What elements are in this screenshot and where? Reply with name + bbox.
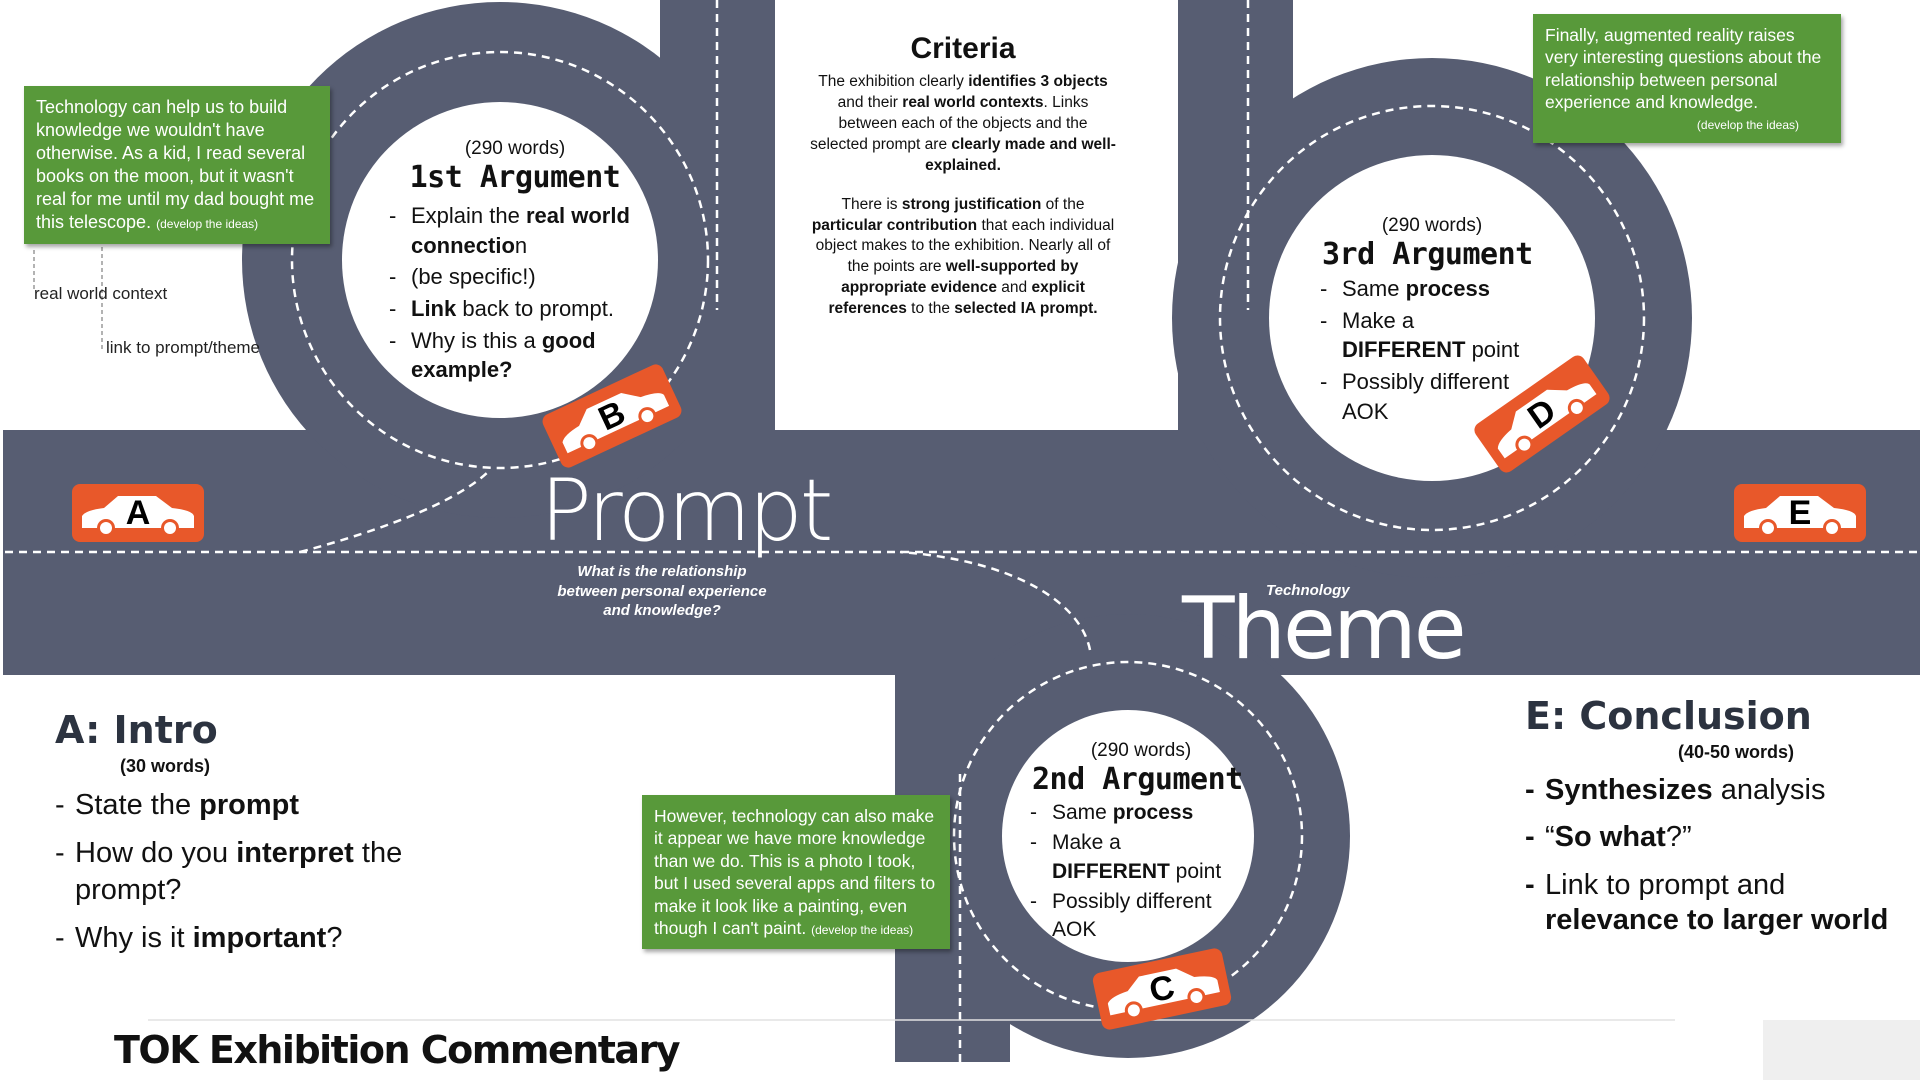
argument-2: (290 words) 2nd Argument Same process Ma… (1026, 740, 1256, 947)
criteria-paragraph-2: There is strong justification of the par… (811, 195, 1115, 318)
argument-1-item: (be specific!) (385, 262, 645, 292)
link-prompt-label: link to prompt/theme (106, 338, 261, 357)
lane-d (1218, 104, 1646, 532)
argument-1-title: 1st Argument (409, 160, 621, 195)
car-a: A (72, 484, 204, 542)
argument-2-item: Possibly different AOK (1026, 888, 1256, 945)
road-b-vertical (660, 0, 775, 440)
car-c: C (1091, 946, 1233, 1032)
argument-3-item: Same process (1316, 274, 1552, 304)
intro-title: A: Intro (55, 708, 218, 752)
theme-title: Theme (1182, 579, 1467, 679)
criteria-block: Criteria The exhibition clearly identifi… (808, 32, 1118, 320)
conclusion-item: “So what?” (1525, 820, 1905, 856)
conclusion-title: E: Conclusion (1525, 694, 1812, 738)
argument-3-title: 3rd Argument (1322, 237, 1533, 272)
lane-b-connector (299, 469, 491, 554)
argument-2-title: 2nd Argument (1032, 762, 1243, 797)
real-world-context-label: real world context (34, 284, 168, 303)
argument-1-words: (290 words) (464, 138, 566, 159)
conclusion-section: E: Conclusion (40-50 words) Synthesizes … (1525, 694, 1905, 951)
page-title: TOK Exhibition Commentary (114, 1028, 681, 1072)
intro-item: State the prompt (55, 787, 475, 824)
intro-item: How do you interpret the prompt? (55, 835, 475, 908)
argument-1-list: Explain the real world connection (be sp… (385, 201, 645, 385)
car-b: B (539, 361, 685, 471)
argument-3-words: (290 words) (1381, 215, 1483, 236)
prompt-title: Prompt (540, 461, 834, 561)
conclusion-list: Synthesizes analysis “So what?” Link to … (1525, 773, 1905, 939)
intro-list: State the prompt How do you interpret th… (55, 787, 475, 956)
intro-words: (30 words) (120, 756, 211, 776)
lane-b (290, 50, 710, 470)
lane-c-connector (899, 550, 1092, 651)
criteria-paragraph-1: The exhibition clearly identifies 3 obje… (810, 73, 1116, 174)
criteria-title: Criteria (910, 32, 1016, 65)
argument-1-item: Why is this a good example? (385, 326, 645, 385)
conclusion-item: Synthesizes analysis (1525, 773, 1905, 809)
green-note-3: However, technology can also make it app… (642, 795, 950, 950)
argument-3: (290 words) 3rd Argument Same process Ma… (1312, 215, 1552, 428)
argument-1-item: Explain the real world connection (385, 201, 645, 260)
road-d-vertical (1178, 0, 1293, 440)
argument-2-list: Same process Make a DIFFERENT point Poss… (1026, 799, 1256, 945)
theme-subtitle: Technology (1266, 582, 1350, 599)
green-note-1: Technology can help us to build knowledg… (24, 86, 330, 245)
argument-3-item: Make a DIFFERENT point (1316, 306, 1552, 365)
prompt-question: What is the relationship between persona… (557, 563, 767, 619)
intro-section: A: Intro (30 words) State the prompt How… (55, 708, 475, 968)
conclusion-item: Link to prompt and relevance to larger w… (1525, 868, 1905, 939)
argument-1: (290 words) 1st Argument Explain the rea… (385, 138, 645, 387)
car-e: E (1734, 484, 1866, 542)
argument-2-item: Same process (1026, 799, 1256, 828)
argument-3-list: Same process Make a DIFFERENT point Poss… (1316, 274, 1552, 426)
argument-1-item: Link back to prompt. (385, 294, 645, 324)
green-note-2: Finally, augmented reality raises very i… (1533, 14, 1841, 143)
intro-item: Why is it important? (55, 920, 475, 957)
argument-2-words: (290 words) (1090, 740, 1192, 761)
prompt-label: Prompt (540, 468, 840, 554)
argument-2-item: Make a DIFFERENT point (1026, 829, 1256, 886)
conclusion-words: (40-50 words) (1678, 742, 1795, 762)
argument-3-item: Possibly different AOK (1316, 367, 1552, 426)
